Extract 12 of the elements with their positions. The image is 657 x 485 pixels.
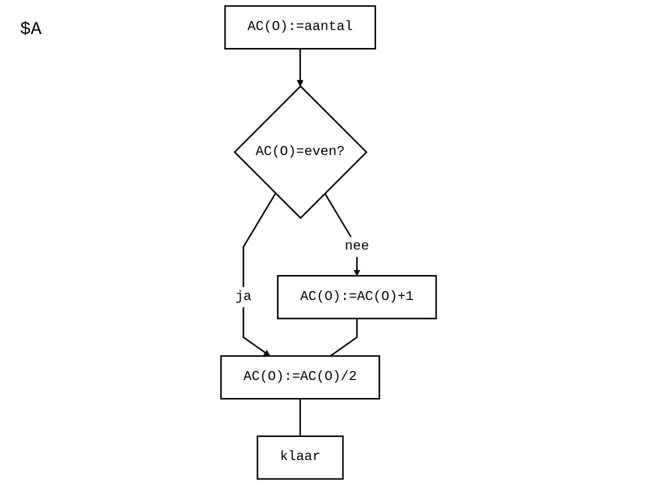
node-box: AC(O):=AC(O)/2 <box>220 355 380 400</box>
node-box: AC(O):=aantal <box>224 5 376 50</box>
node-box: klaar <box>256 436 344 480</box>
node-diamond: AC(O)=even? <box>234 85 368 220</box>
connector <box>299 398 301 436</box>
edge-label: ja <box>235 289 252 304</box>
node-box: AC(O):=AC(O)+1 <box>276 275 437 320</box>
note-label: $A <box>20 20 42 40</box>
connector <box>330 318 358 357</box>
arrow <box>242 193 276 356</box>
edge-label: nee <box>344 239 370 254</box>
arrow <box>296 48 304 87</box>
